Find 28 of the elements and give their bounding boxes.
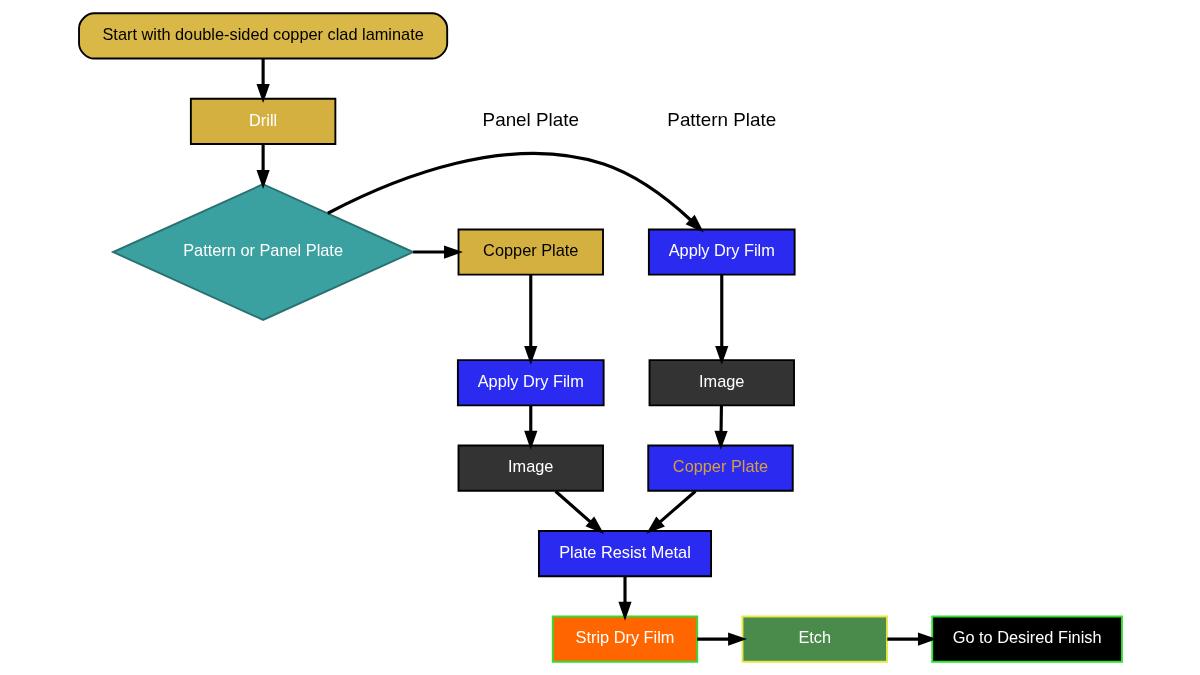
- arrow: [886, 632, 937, 646]
- node-box: Etch: [741, 615, 888, 663]
- arrow: [696, 632, 747, 646]
- node-box: Apply Dry Film: [456, 359, 605, 407]
- arrow: [256, 58, 270, 103]
- node-box: Image: [457, 444, 604, 492]
- arrow: [645, 490, 696, 534]
- arrow: [617, 576, 632, 621]
- arrow: [326, 151, 704, 233]
- node-box: Image: [648, 359, 795, 407]
- arrow: [523, 405, 537, 450]
- arrow: [412, 245, 463, 259]
- arrow: [256, 144, 270, 189]
- node-diamond: Pattern or Panel Plate: [110, 183, 415, 321]
- label: Panel Plate: [482, 108, 579, 130]
- node-box: Drill: [189, 97, 336, 145]
- arrow: [554, 490, 604, 534]
- arrow: [523, 275, 537, 365]
- arrow: [713, 405, 728, 450]
- node-box: Apply Dry Film: [647, 228, 796, 276]
- node-box: Copper Plate: [646, 444, 794, 492]
- node-box: Start with double-sided copper clad laminate: [77, 12, 448, 60]
- arrow: [714, 275, 728, 365]
- node-box: Go to Desired Finish: [930, 615, 1123, 663]
- label: Pattern Plate: [666, 108, 776, 130]
- node-box: Plate Resist Metal: [537, 530, 712, 578]
- node-box: Copper Plate: [457, 228, 604, 276]
- node-box: Strip Dry Film: [551, 615, 698, 663]
